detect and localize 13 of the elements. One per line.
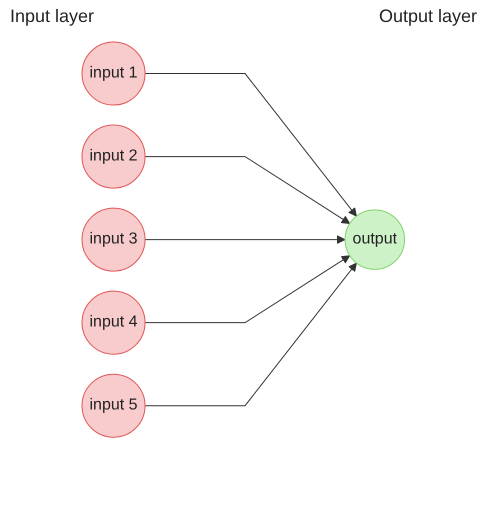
arrow	[144, 255, 350, 324]
layer-heading: Output layer	[378, 6, 477, 28]
node-circle: output	[344, 209, 406, 270]
arrow	[144, 156, 350, 224]
node-circle: input 2	[82, 124, 146, 189]
node-circle: input 5	[82, 374, 146, 438]
node-circle: input 4	[82, 290, 146, 355]
arrow	[144, 262, 358, 406]
layer-heading: Input layer	[10, 6, 94, 28]
arrow	[144, 73, 358, 217]
arrow	[144, 235, 346, 244]
node-circle: input 3	[82, 208, 146, 272]
node-circle: input 1	[82, 42, 146, 106]
